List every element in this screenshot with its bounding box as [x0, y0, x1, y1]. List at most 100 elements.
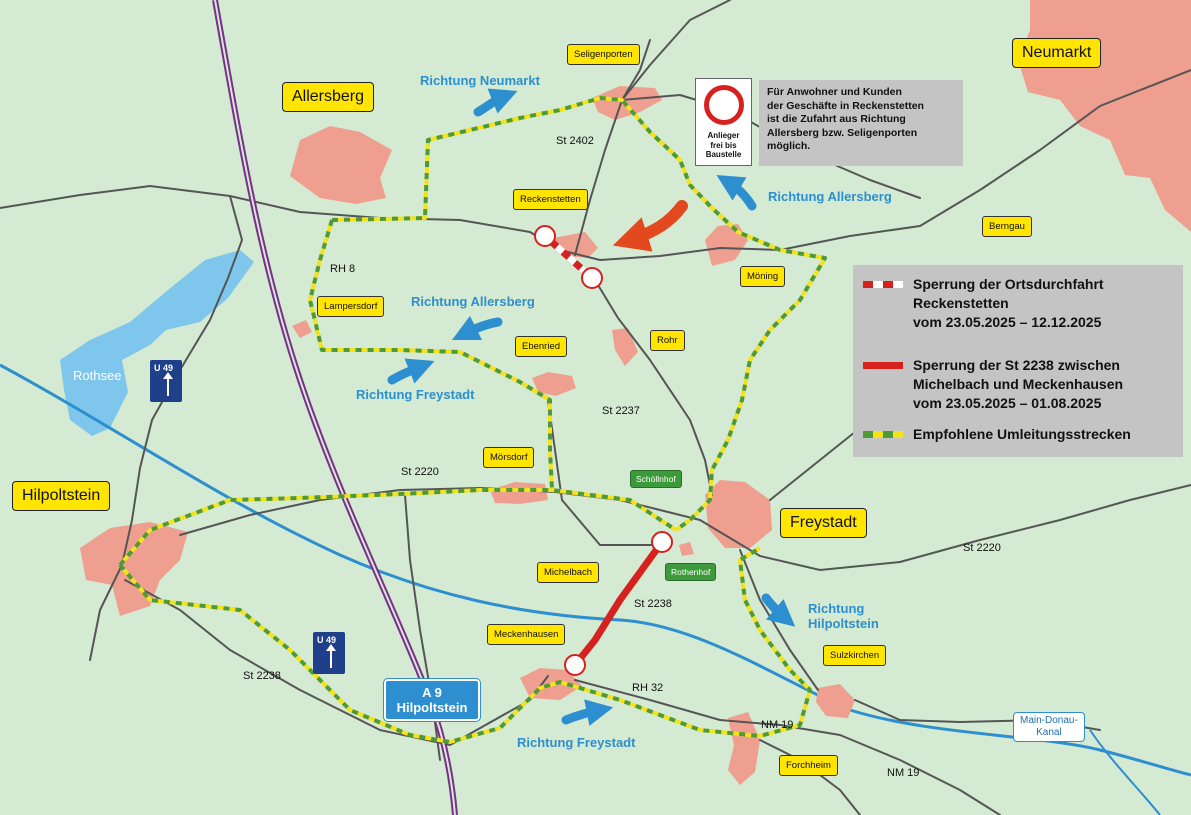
- access-note-line5: möglich.: [767, 140, 811, 152]
- settlement-forchheim: [728, 712, 760, 785]
- settlement-rohr: [612, 328, 638, 366]
- legend-symbol-red-white: [863, 281, 903, 288]
- up-arrow-icon: [326, 644, 336, 668]
- road-label-rh32: RH 32: [632, 682, 664, 694]
- access-note-line3: ist die Zufahrt aus Richtung: [767, 113, 906, 125]
- up-arrow-icon: [163, 372, 173, 396]
- settlement-moersdorf: [490, 482, 548, 504]
- legend-symbol-detour: [863, 431, 903, 438]
- road-west-connector: [89, 195, 243, 661]
- road-rh32: [574, 679, 1001, 815]
- settlement-lampersdorf: [292, 320, 312, 338]
- legend-item-closure-st2238: Sperrung der St 2238 zwischen Michelbach…: [863, 356, 1183, 416]
- road-label-rh8: RH 8: [330, 263, 356, 275]
- no-vehicles-icon: [704, 85, 744, 125]
- canal-line: [0, 363, 1191, 777]
- route-shield-text: U 49: [154, 363, 174, 373]
- settlement-hilpoltstein: [80, 522, 188, 616]
- road-st2238-south: [124, 579, 549, 746]
- road-label-nm19-a: NM 19: [761, 719, 794, 731]
- traffic-sign-text: Anlieger frei bis Baustelle: [696, 131, 751, 160]
- detour-routes: [118, 96, 827, 744]
- road-sulzkirchen: [739, 549, 819, 691]
- arrow-freystadt-1: [387, 358, 435, 385]
- label-schoellnhof: Schöllnhof: [630, 470, 682, 488]
- label-reckenstetten: Reckenstetten: [513, 189, 588, 210]
- traffic-sign-line3: Baustelle: [705, 150, 742, 159]
- road-st2238-north: [547, 399, 661, 546]
- closure-st2238: [564, 531, 673, 676]
- arrow-freystadt-2: [561, 699, 614, 726]
- label-canal: Main-Donau- Kanal: [1013, 712, 1085, 742]
- motorway-a9-line1: A 9: [422, 685, 442, 700]
- label-berngau: Berngau: [982, 216, 1032, 237]
- direction-hilpoltstein: Richtung Hilpoltstein: [808, 601, 879, 631]
- settlement-freystadt: [705, 480, 772, 548]
- label-lampersdorf: Lampersdorf: [317, 296, 385, 317]
- label-canal-line1: Main-Donau-: [1020, 715, 1078, 726]
- direction-neumarkt: Richtung Neumarkt: [420, 73, 540, 88]
- road-seligenporten-north: [621, 39, 651, 101]
- road-label-st2220-a: St 2220: [401, 466, 439, 478]
- railway: [212, 0, 458, 815]
- direction-allersberg-2: Richtung Allersberg: [411, 294, 535, 309]
- label-rothsee: Rothsee: [73, 368, 122, 383]
- access-note: Für Anwohner und Kunden der Geschäfte in…: [759, 80, 963, 166]
- label-hilpoltstein: Hilpoltstein: [12, 481, 111, 511]
- route-shield-u49-north: U 49: [150, 360, 182, 402]
- legend-item2-line1: Sperrung der St 2238 zwischen: [913, 357, 1120, 373]
- access-note-line4: Allersberg bzw. Seligenporten: [767, 126, 918, 139]
- river-line: [1089, 729, 1161, 815]
- label-allersberg: Allersberg: [282, 82, 375, 112]
- road-label-st2237: St 2237: [602, 405, 640, 417]
- label-rohr: Rohr: [650, 330, 685, 351]
- road-st2237: [594, 279, 713, 496]
- road-label-st2402: St 2402: [556, 135, 594, 147]
- legend-item2-line2: Michelbach und Meckenhausen: [913, 376, 1124, 392]
- traffic-sign-no-vehicles: Anlieger frei bis Baustelle: [695, 78, 752, 166]
- traffic-sign-line1: Anlieger: [707, 131, 740, 140]
- access-note-line2: der Geschäfte in Reckenstetten: [767, 99, 924, 112]
- legend-item1-line3: vom 23.05.2025 – 12.12.2025: [913, 314, 1102, 330]
- motorway-a9-line2: Hilpoltstein: [396, 700, 468, 715]
- settlement-moening: [705, 224, 748, 266]
- closure-reckenstetten: [534, 225, 603, 289]
- label-ebenried: Ebenried: [515, 336, 568, 357]
- settlement-allersberg: [290, 126, 392, 204]
- label-freystadt: Freystadt: [780, 508, 867, 538]
- route-shield-text: U 49: [317, 635, 337, 645]
- label-sulzkirchen: Sulzkirchen: [823, 645, 887, 666]
- label-rothenhof: Rothenhof: [665, 563, 717, 581]
- road-label-nm19-b: NM 19: [887, 767, 920, 779]
- arrow-allersberg-2: [451, 315, 503, 341]
- arrow-hilpoltstein: [761, 593, 796, 627]
- motorway-a9-sign: A 9 Hilpoltstein: [383, 678, 481, 722]
- legend-item3-line1: Empfohlene Umleitungsstrecken: [913, 426, 1131, 442]
- label-forchheim: Forchheim: [779, 755, 838, 776]
- label-moersdorf: Mörsdorf: [483, 447, 535, 468]
- rothsee-lake: [60, 250, 254, 436]
- direction-hilpoltstein-line2: Hilpoltstein: [808, 616, 879, 631]
- road-forchheim-south: [759, 739, 861, 815]
- direction-arrows: [387, 88, 796, 726]
- label-moening: Möning: [740, 266, 786, 287]
- arrow-neumarkt: [473, 88, 518, 117]
- settlement-ebenried: [532, 372, 576, 396]
- label-neumarkt: Neumarkt: [1012, 38, 1102, 68]
- road-label-st2238-b: St 2238: [243, 670, 281, 682]
- legend-symbol-red: [863, 362, 903, 369]
- settlement-rothenhof: [679, 542, 694, 556]
- direction-freystadt-2: Richtung Freystadt: [517, 735, 636, 750]
- direction-hilpoltstein-line1: Richtung: [808, 601, 865, 616]
- legend-item1-line1: Sperrung der Ortsdurchfahrt: [913, 276, 1104, 292]
- arrow-access-red: [612, 200, 688, 252]
- label-canal-line2: Kanal: [1036, 727, 1062, 738]
- arrow-allersberg-1: [716, 175, 757, 211]
- legend-item1-line2: Reckenstetten: [913, 295, 1009, 311]
- settlement-neumarkt: [1018, 0, 1191, 232]
- route-shield-u49-south: U 49: [313, 632, 345, 674]
- label-meckenhausen: Meckenhausen: [487, 624, 566, 645]
- legend-item2-line3: vom 23.05.2025 – 01.08.2025: [913, 395, 1102, 411]
- legend-item-detour: Empfohlene Umleitungsstrecken: [863, 425, 1183, 447]
